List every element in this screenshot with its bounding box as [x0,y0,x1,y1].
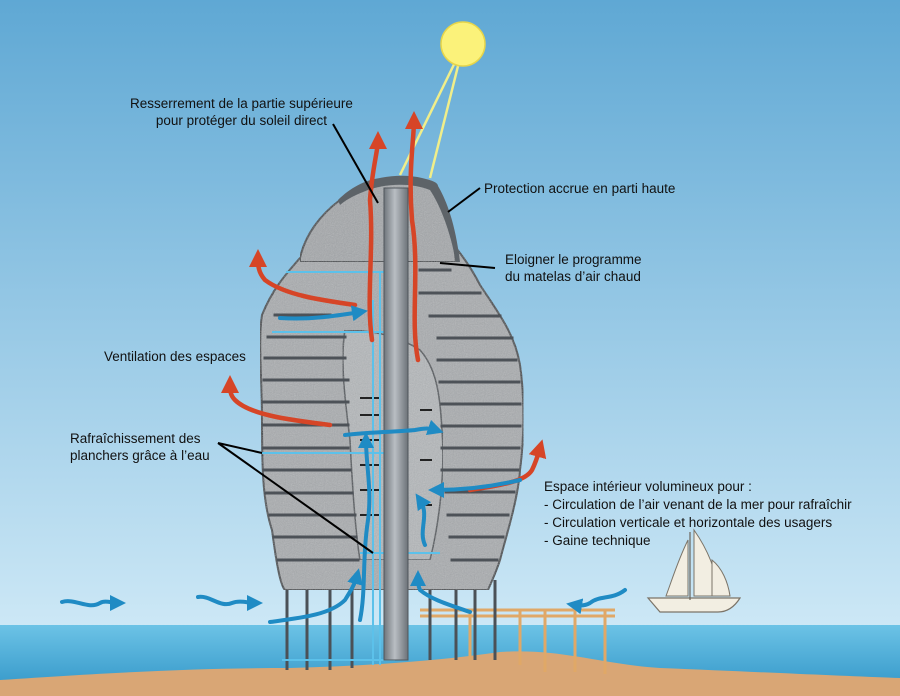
floor-slabs-left [261,313,360,562]
label-program-away-line1: Eloigner le programme [505,252,642,267]
central-shaft [383,187,409,661]
stilts [285,580,497,670]
label-interior-space-line4: - Gaine technique [544,533,651,548]
label-interior-space: Espace intérieur volumineux pour : - Cir… [544,478,852,550]
label-top-narrowing: Resserrement de la partie supérieure pou… [130,95,353,129]
sun-icon [440,21,486,67]
label-interior-space-line3: - Circulation verticale et horizontale d… [544,515,833,530]
label-floor-cooling-line2: planchers grâce à l’eau [70,448,210,463]
label-interior-space-line2: - Circulation de l’air venant de la mer … [544,497,852,512]
label-ventilation: Ventilation des espaces [104,349,246,364]
label-interior-space-line1: Espace intérieur volumineux pour : [544,479,752,494]
label-floor-cooling: Rafraîchissement des planchers grâce à l… [70,430,210,464]
label-top-narrowing-line2: pour protéger du soleil direct [155,113,327,128]
label-program-away-line2: du matelas d’air chaud [505,269,641,284]
label-top-protection: Protection accrue en parti haute [484,181,676,196]
label-program-away: Eloigner le programme du matelas d’air c… [505,251,642,285]
hot-air-arrow-icon [221,111,547,493]
seabed [0,651,900,696]
floor-slabs-right [418,268,522,562]
cool-air-arrow-icon [60,305,627,624]
label-top-narrowing-line1: Resserrement de la partie supérieure [130,96,353,111]
annotation-leaders [217,123,496,554]
label-floor-cooling-line1: Rafraîchissement des [70,431,201,446]
sailboat-icon [646,528,742,613]
